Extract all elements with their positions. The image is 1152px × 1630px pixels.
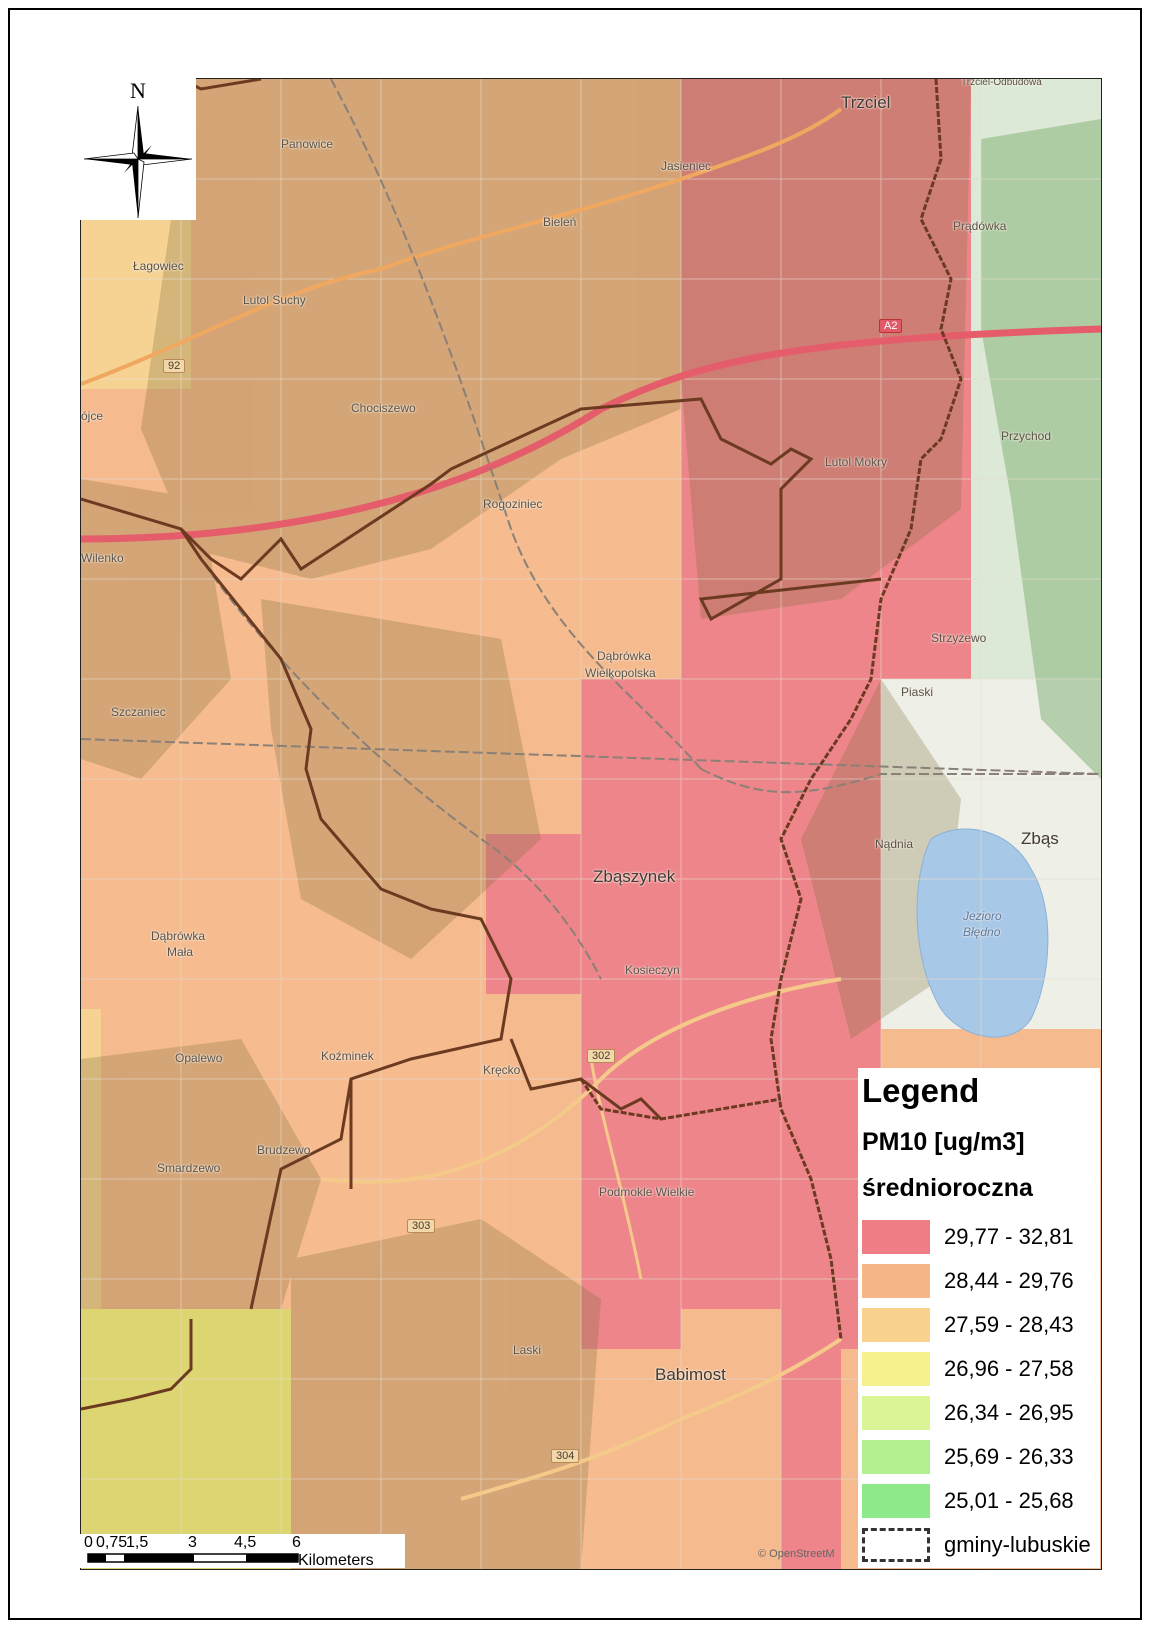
legend-label: 25,69 - 26,33 (944, 1444, 1074, 1469)
place-bielen: Bieleń (543, 215, 577, 229)
legend-label: 29,77 - 32,81 (944, 1224, 1074, 1249)
place-nadnia: Nądnia (875, 837, 914, 851)
legend-item-6: 25,69 - 26,33 (862, 1438, 1102, 1474)
legend-item-2: 28,44 - 29,76 (862, 1262, 1102, 1298)
legend-item-3: 27,59 - 28,43 (862, 1306, 1102, 1342)
legend-item-4: 26,96 - 27,58 (862, 1350, 1102, 1386)
place-krecko: Kręcko (483, 1063, 521, 1077)
map-attribution: © OpenStreetM (758, 1548, 835, 1560)
legend-title: Legend (862, 1072, 980, 1109)
legend-item-7: 25,01 - 25,68 (862, 1482, 1102, 1518)
north-label: N (130, 78, 146, 103)
place-laski: Laski (513, 1343, 542, 1357)
road-shield-a2: A2 (879, 319, 903, 333)
place-zbas: Zbąs (1021, 829, 1059, 848)
legend-swatch (862, 1352, 930, 1386)
road-shield-92: 92 (163, 359, 186, 373)
legend-subtitle-2: średnioroczna (862, 1174, 1033, 1202)
legend-label: 28,44 - 29,76 (944, 1268, 1074, 1293)
lake-bledno (916, 828, 1049, 1038)
place-panowice: Panowice (281, 137, 334, 151)
place-smardzewo: Smardzewo (157, 1161, 221, 1175)
legend-label: 25,01 - 25,68 (944, 1488, 1074, 1513)
legend-swatch (862, 1220, 930, 1254)
legend-swatch (862, 1440, 930, 1474)
grid-cell-29-77-d (781, 1349, 841, 1569)
scale-tick: 4,5 (234, 1534, 257, 1551)
place-ojce: ójce (81, 409, 104, 423)
grid-cell-28-44-b (681, 1309, 781, 1569)
scale-tick: 0 (84, 1534, 93, 1551)
place-chociszewo: Chociszewo (351, 401, 416, 415)
legend-label: gminy-lubuskie (944, 1532, 1091, 1557)
place-przychod: Przychod (1001, 429, 1052, 443)
place-pradowka: Prądówka (953, 219, 1007, 233)
gminy-lubuskie-boundary (579, 79, 963, 1340)
place-strzyzewo: Strzyżewo (931, 631, 987, 645)
place-babimost: Babimost (655, 1365, 726, 1384)
legend-swatch (862, 1396, 930, 1430)
place-wilenko: Wilenko (81, 551, 124, 565)
legend-label: 26,96 - 27,58 (944, 1356, 1074, 1381)
place-lagowiec: Łagowiec (133, 259, 184, 273)
place-piaski: Piaski (901, 685, 934, 699)
place-bledno: Błędno (963, 925, 1001, 939)
grid-cell-26-96 (81, 1309, 291, 1569)
forest-areas (81, 79, 971, 1569)
scale-tick: 3 (188, 1534, 197, 1551)
place-rogoziniec: Rogoziniec (483, 497, 543, 511)
boundary-swatch-icon (862, 1528, 930, 1562)
road-302 (589, 1058, 643, 1280)
road-shield-303: 303 (407, 1219, 436, 1233)
legend-item-5: 26,34 - 26,95 (862, 1394, 1102, 1430)
place-jasieniec: Jasieniec (661, 159, 712, 173)
place-trzciel-odbudowa: Trzciel-Odbudowa (961, 78, 1042, 88)
legend-subtitle: PM10 [ug/m3] (862, 1128, 1025, 1156)
legend-label: 27,59 - 28,43 (944, 1312, 1074, 1337)
place-dabrowka-wlkp-2: Wielkopolska (585, 666, 656, 680)
place-kozminek: Koźminek (321, 1049, 374, 1063)
legend-label: 26,34 - 26,95 (944, 1400, 1074, 1425)
place-lutol-mokry: Lutol Mokry (825, 455, 888, 469)
place-lutol-suchy: Lutol Suchy (243, 293, 306, 307)
scale-tick: 1,5 (126, 1534, 149, 1551)
page-frame (8, 8, 1142, 1620)
scale-unit: Kilometers (298, 1552, 374, 1569)
grid-cell-29-77-c (486, 834, 586, 994)
place-opalewo: Opalewo (175, 1051, 223, 1065)
north-arrow: N (80, 78, 196, 220)
place-trzciel: Trzciel (841, 93, 891, 112)
road-92 (81, 107, 843, 386)
scale-tick: 0,75 (96, 1534, 128, 1551)
legend-panel: Legend PM10 [ug/m3] średnioroczna 29,77 … (858, 1068, 1100, 1568)
place-dabrowka-wlkp-1: Dąbrówka (597, 649, 652, 663)
road-a2 (81, 325, 1101, 543)
place-szczaniec: Szczaniec (111, 705, 166, 719)
legend-item-1: 29,77 - 32,81 (862, 1218, 1102, 1254)
compass-rose-icon (83, 105, 193, 219)
road-shield-304: 304 (551, 1449, 580, 1463)
roads (81, 107, 1101, 1501)
legend-swatch (862, 1308, 930, 1342)
legend-item-boundary: gminy-lubuskie (862, 1526, 1102, 1562)
green-forest-east (981, 119, 1101, 779)
place-brudzewo: Brudzewo (257, 1143, 311, 1157)
place-dabrowka-mala-2: Mała (167, 945, 194, 959)
scale-bar-graphic (87, 1553, 299, 1563)
legend-swatch (862, 1264, 930, 1298)
place-podmokle-wielkie: Podmokle Wielkie (599, 1185, 695, 1199)
road-303 (320, 977, 842, 1185)
place-dabrowka-mala-1: Dąbrówka (151, 929, 206, 943)
scale-tick: 6 (292, 1534, 301, 1551)
legend-swatch (862, 1484, 930, 1518)
road-304 (460, 1337, 843, 1501)
road-shield-302: 302 (587, 1049, 616, 1063)
scale-bar: 0 0,75 1,5 3 4,5 6 Kilometers (80, 1534, 405, 1569)
place-jezioro: Jezioro (963, 909, 1002, 923)
place-zbaszynek: Zbąszynek (593, 867, 676, 886)
grid-cell-27-59-b (81, 1009, 101, 1309)
place-kosieczyn: Kosieczyn (625, 963, 680, 977)
railways (81, 79, 1101, 980)
